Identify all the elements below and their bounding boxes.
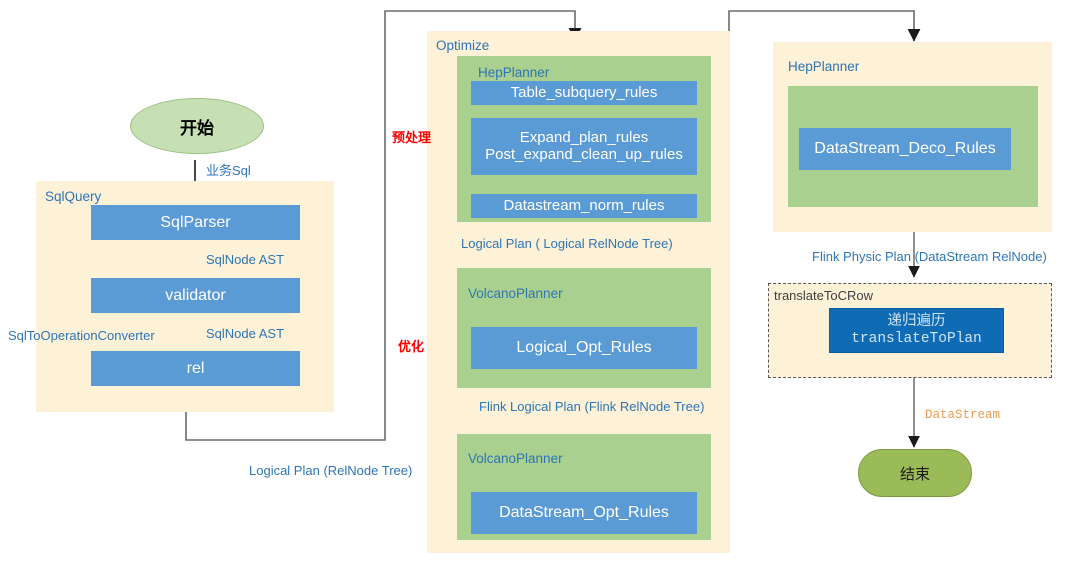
- edge-label-datastream: DataStream: [925, 408, 1001, 422]
- edge-label-logical-plan-logical-relnode-tree: Logical Plan ( Logical RelNode Tree): [461, 236, 673, 251]
- translate-to-plan-box[interactable]: 递归遍历 translateToPlan: [829, 308, 1004, 353]
- edge-label-sqlnode-ast-2: SqlNode AST: [206, 326, 285, 341]
- annotation-optimize: 优化: [398, 339, 425, 354]
- datastream-norm-rules-box[interactable]: Datastream_norm_rules: [471, 194, 697, 218]
- edge-label-flink-logical-plan: Flink Logical Plan (Flink RelNode Tree): [479, 399, 705, 414]
- start-node[interactable]: 开始: [130, 98, 264, 154]
- datastream-deco-rules-box[interactable]: DataStream_Deco_Rules: [799, 128, 1011, 170]
- validator-box[interactable]: validator: [91, 278, 300, 313]
- sqlquery-title: SqlQuery: [45, 189, 102, 204]
- table-subquery-rules-box[interactable]: Table_subquery_rules: [471, 81, 697, 105]
- sqlparser-box[interactable]: SqlParser: [91, 205, 300, 240]
- edge-label-sqltooperationconverter: SqlToOperationConverter: [8, 328, 155, 343]
- translate-to-plan-line2: translateToPlan: [851, 330, 982, 347]
- hepplanner-deco-title: HepPlanner: [788, 59, 860, 74]
- logical-opt-rules-box[interactable]: Logical_Opt_Rules: [471, 327, 697, 369]
- hepplanner-preprocess-title: HepPlanner: [478, 65, 550, 80]
- expand-plan-rules-line1: Expand_plan_rules: [519, 128, 649, 146]
- expand-plan-rules-line2: Post_expand_clean_up_rules: [485, 145, 683, 163]
- edge-label-business-sql: 业务Sql: [206, 163, 251, 178]
- edge-label-flink-physic-plan: Flink Physic Plan (DataStream RelNode): [812, 249, 1047, 264]
- expand-plan-rules-box[interactable]: Expand_plan_rules Post_expand_clean_up_r…: [471, 118, 697, 175]
- annotation-preprocess: 预处理: [392, 130, 432, 145]
- datastream-opt-rules-box[interactable]: DataStream_Opt_Rules: [471, 492, 697, 534]
- optimize-title: Optimize: [436, 38, 490, 53]
- edge-label-sqlnode-ast-1: SqlNode AST: [206, 252, 285, 267]
- volcanoplanner-datastream-title: VolcanoPlanner: [468, 451, 563, 466]
- translatetocrow-title: translateToCRow: [774, 288, 873, 303]
- edge-label-logical-plan-relnode-tree: Logical Plan (RelNode Tree): [249, 463, 413, 478]
- rel-box[interactable]: rel: [91, 351, 300, 386]
- translate-to-plan-line1: 递归遍历: [887, 314, 946, 331]
- volcanoplanner-logical-title: VolcanoPlanner: [468, 286, 563, 301]
- end-node[interactable]: 结束: [858, 449, 972, 497]
